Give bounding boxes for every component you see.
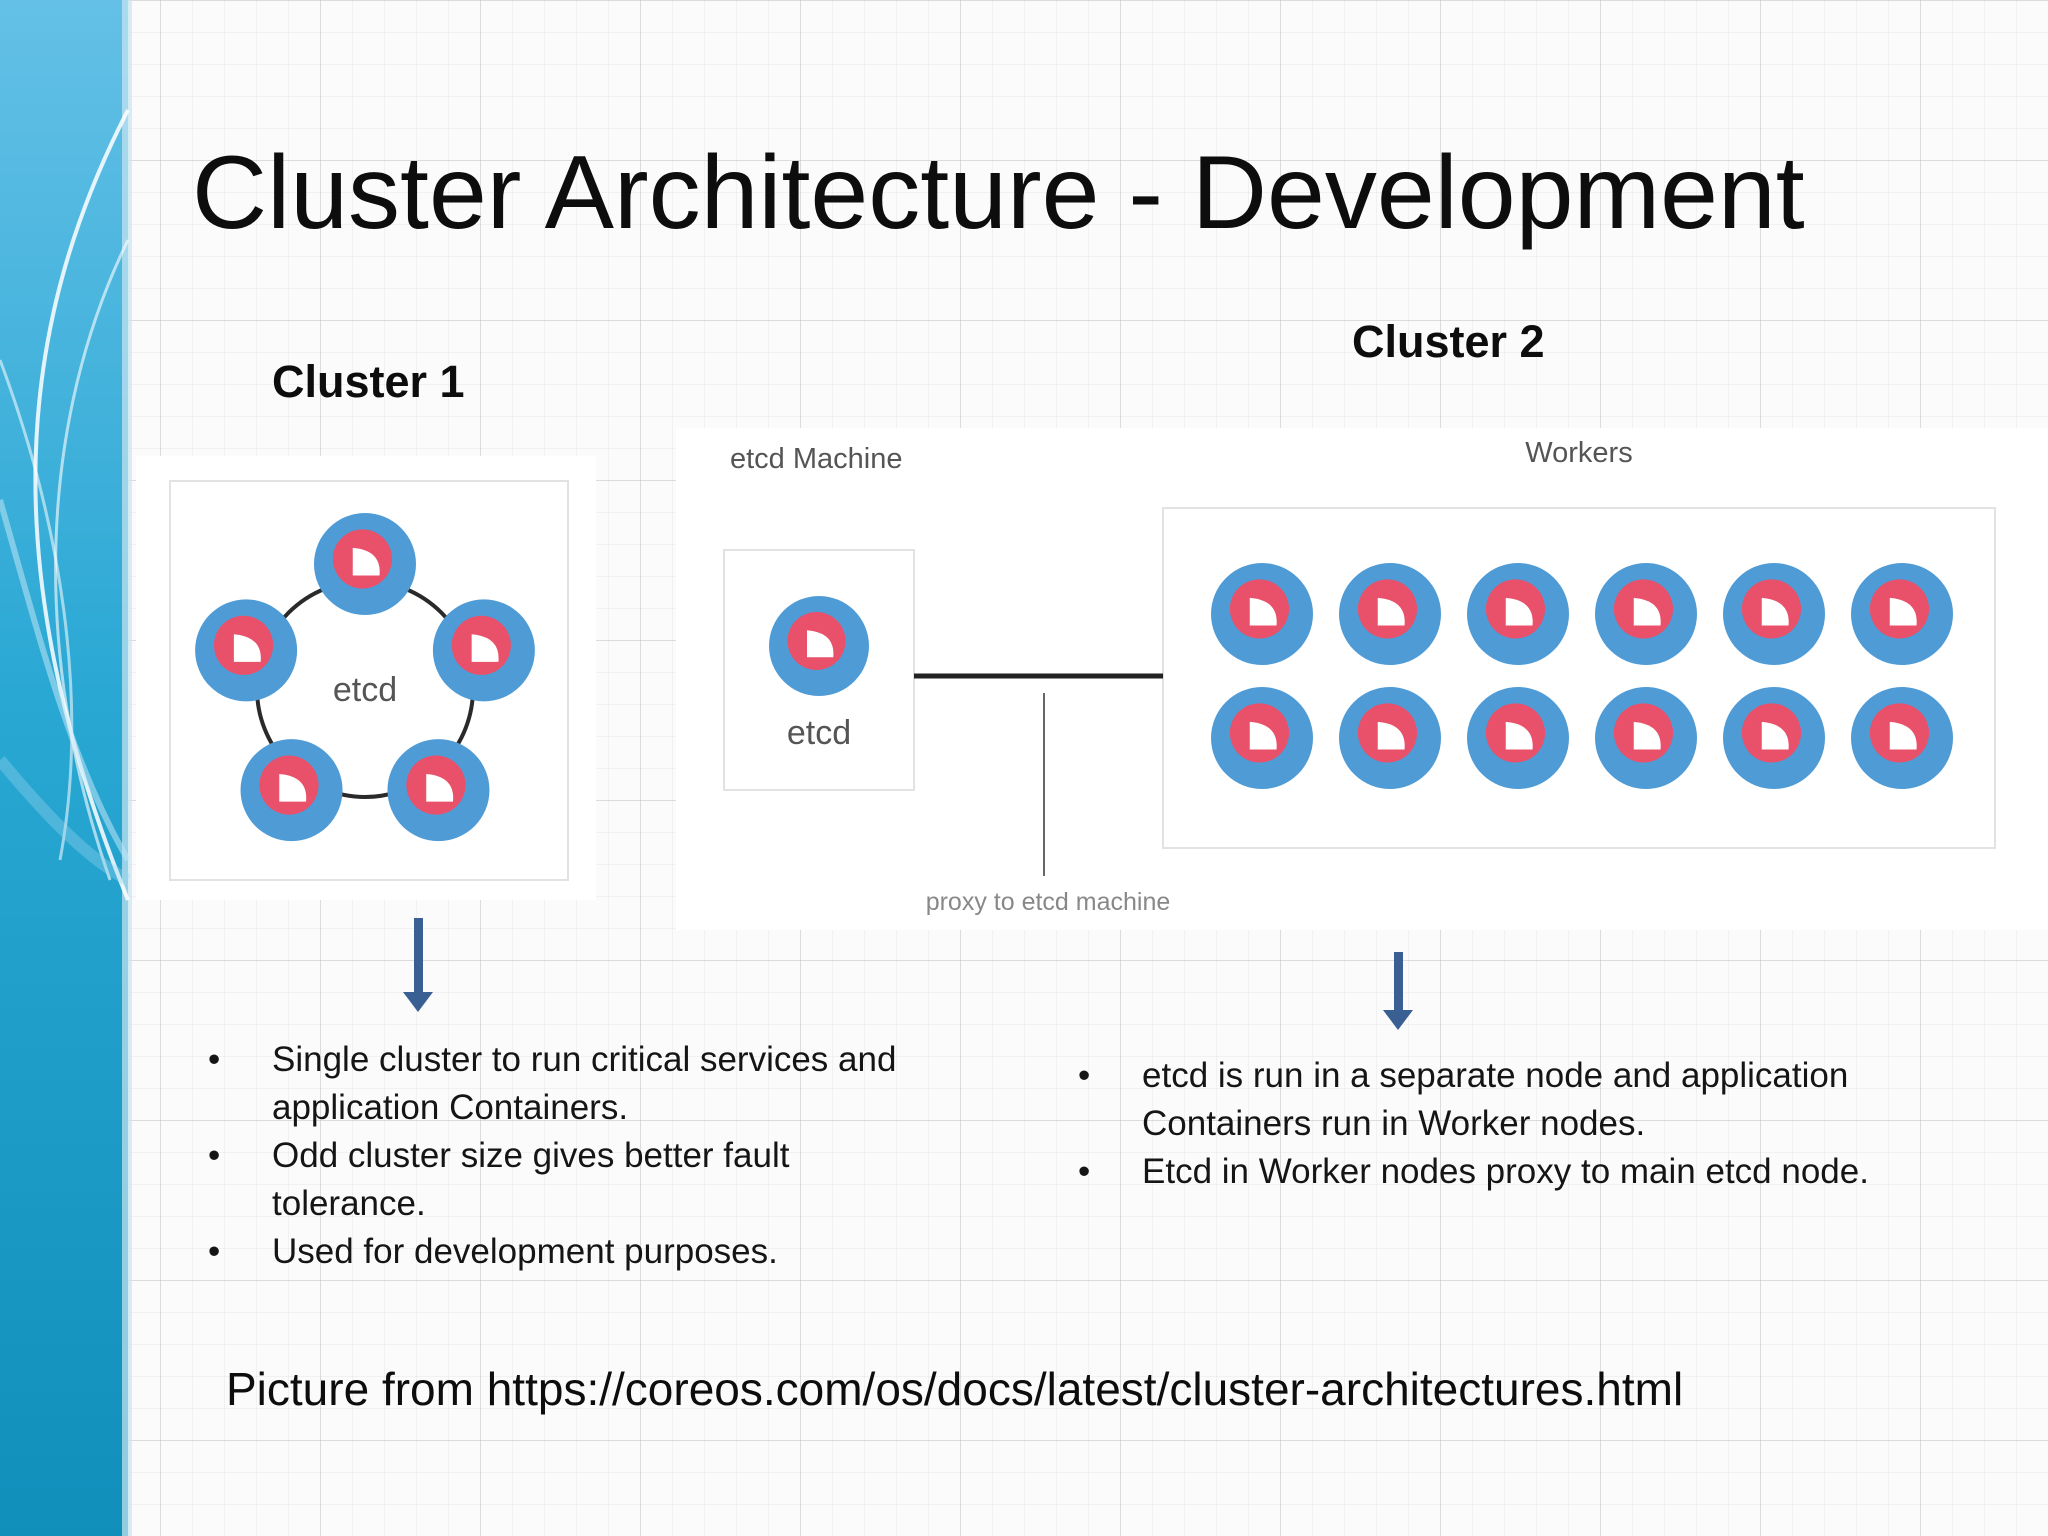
cluster1-heading: Cluster 1 (272, 356, 465, 407)
worker-node (1211, 687, 1313, 789)
cluster2-bullet: etcd is run in a separate node and appli… (1078, 1052, 1978, 1148)
cluster1-bullet: Used for development purposes. (208, 1228, 908, 1276)
cluster2-bullets: etcd is run in a separate node and appli… (1078, 1052, 1978, 1196)
cluster2-bullet: Etcd in Worker nodes proxy to main etcd … (1078, 1148, 1978, 1196)
cluster1-down-arrow (403, 918, 433, 1012)
etcd-node-label: etcd (787, 714, 851, 752)
cluster1-etcd-node (195, 599, 298, 702)
side-decoration (0, 0, 132, 1536)
workers-label: Workers (1525, 437, 1632, 469)
cluster1-panel: etcd (136, 456, 596, 900)
cluster1-bullet: Odd cluster size gives better fault tole… (208, 1132, 908, 1228)
worker-node (1723, 687, 1825, 789)
proxy-label: proxy to etcd machine (926, 888, 1171, 916)
cluster1-center-label: etcd (333, 671, 397, 709)
cluster1-etcd-node (240, 739, 343, 842)
worker-node (1851, 563, 1953, 665)
worker-node (1467, 687, 1569, 789)
cluster1-bullet: Single cluster to run critical services … (208, 1036, 908, 1132)
worker-node (1467, 563, 1569, 665)
slide-title: Cluster Architecture - Development (192, 135, 1805, 251)
worker-node (1211, 563, 1313, 665)
cluster2-diagram: etcd Machine Workers proxy to etcd machi… (723, 437, 1996, 916)
cluster2-panel: etcd Machine Workers proxy to etcd machi… (676, 428, 2048, 930)
source-note: Picture from https://coreos.com/os/docs/… (226, 1363, 1684, 1415)
etcd-machine-node (769, 596, 869, 696)
worker-node (1595, 563, 1697, 665)
worker-node (1851, 687, 1953, 789)
worker-node (1339, 687, 1441, 789)
etcd-machine-box (723, 549, 915, 791)
cluster1-etcd-node (314, 513, 416, 615)
cluster1-etcd-node (387, 739, 490, 842)
cluster2-heading: Cluster 2 (1352, 316, 1545, 367)
cluster1-bullets: Single cluster to run critical services … (208, 1036, 908, 1276)
worker-node (1723, 563, 1825, 665)
etcd-machine-label: etcd Machine (730, 443, 903, 475)
cluster2-down-arrow (1383, 952, 1413, 1030)
worker-node (1595, 687, 1697, 789)
cluster1-etcd-node (432, 599, 535, 702)
worker-node (1339, 563, 1441, 665)
workers-box (1162, 507, 1996, 849)
cluster1-diagram: etcd (169, 480, 569, 881)
